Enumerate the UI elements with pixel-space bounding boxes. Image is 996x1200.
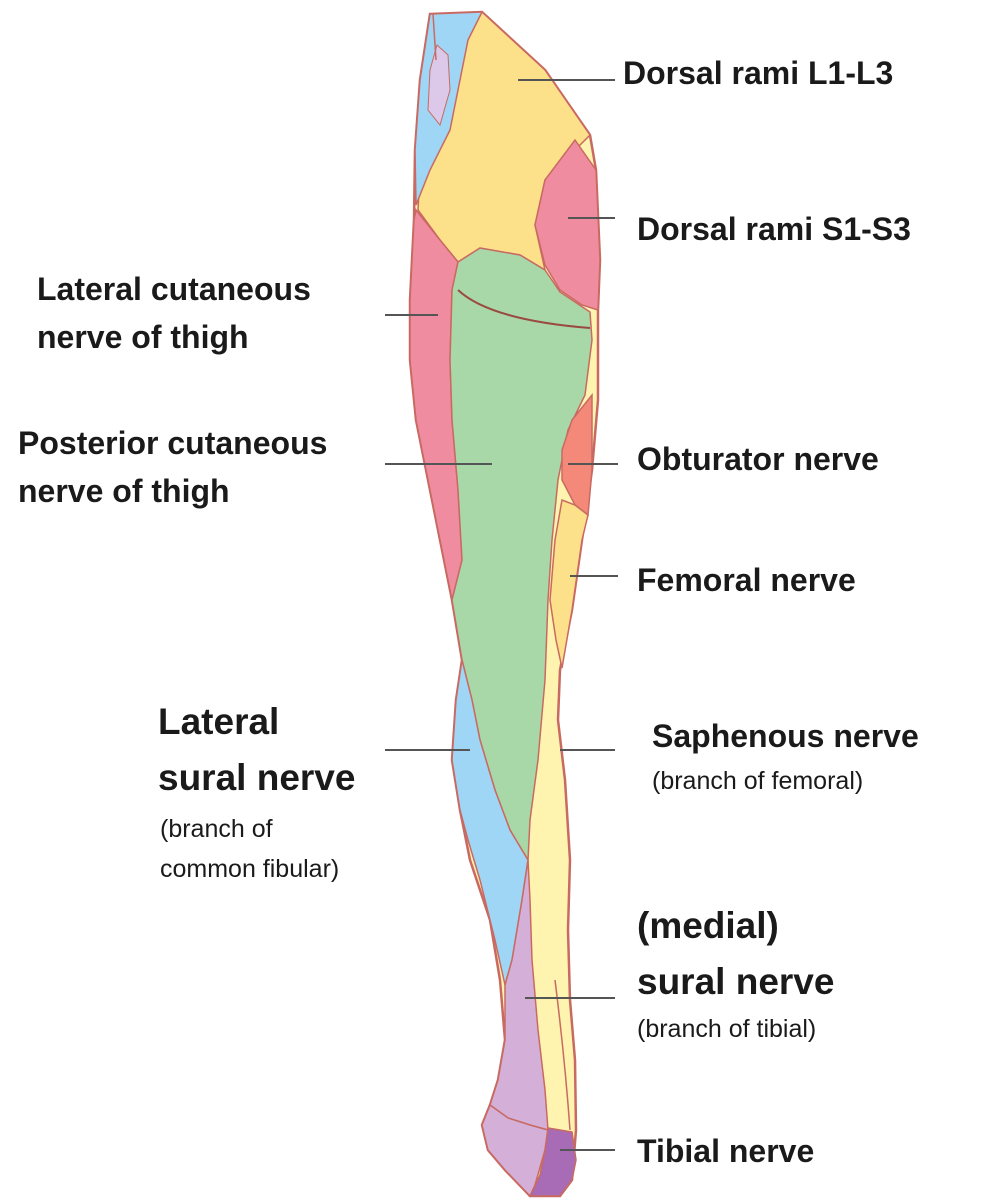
region-buttock-lilac [427,44,451,127]
label-medial-sural-2: sural nerve [637,961,835,1002]
label-lateral-cutaneous-2: nerve of thigh [37,319,249,355]
label-lateral-sural-2: sural nerve [158,757,356,798]
label-lateral-sural-sub-2: common fibular) [160,855,340,883]
label-tibial: Tibial nerve [637,1133,815,1169]
region-obturator [561,392,593,517]
region-tibial [528,1127,577,1197]
label-lateral-sural-1: Lateral [158,701,280,742]
thigh-top-line [432,13,437,61]
label-obturator: Obturator nerve [637,441,879,477]
region-posterior-cutaneous [449,247,593,863]
region-buttock-blue [414,11,484,206]
leader-lines [385,79,618,1151]
label-medial-sural-sub: (branch of tibial) [637,1015,817,1043]
label-posterior-cutaneous-2: nerve of thigh [18,473,230,509]
region-femoral [549,498,589,669]
label-saphenous-sub: (branch of femoral) [652,767,864,795]
label-posterior-cutaneous-1: Posterior cutaneous [18,425,328,461]
label-lateral-sural-sub-1: (branch of [160,815,273,843]
label-femoral: Femoral nerve [637,562,856,598]
label-medial-sural-1: (medial) [637,905,779,946]
region-dorsal-rami-s [534,138,601,312]
label-saphenous: Saphenous nerve [652,718,919,754]
gluteal-fold-line [457,289,591,329]
label-lateral-cutaneous-1: Lateral cutaneous [37,271,311,307]
label-dorsal-rami-s: Dorsal rami S1-S3 [637,211,911,247]
label-dorsal-rami-l: Dorsal rami L1-L3 [623,55,894,91]
